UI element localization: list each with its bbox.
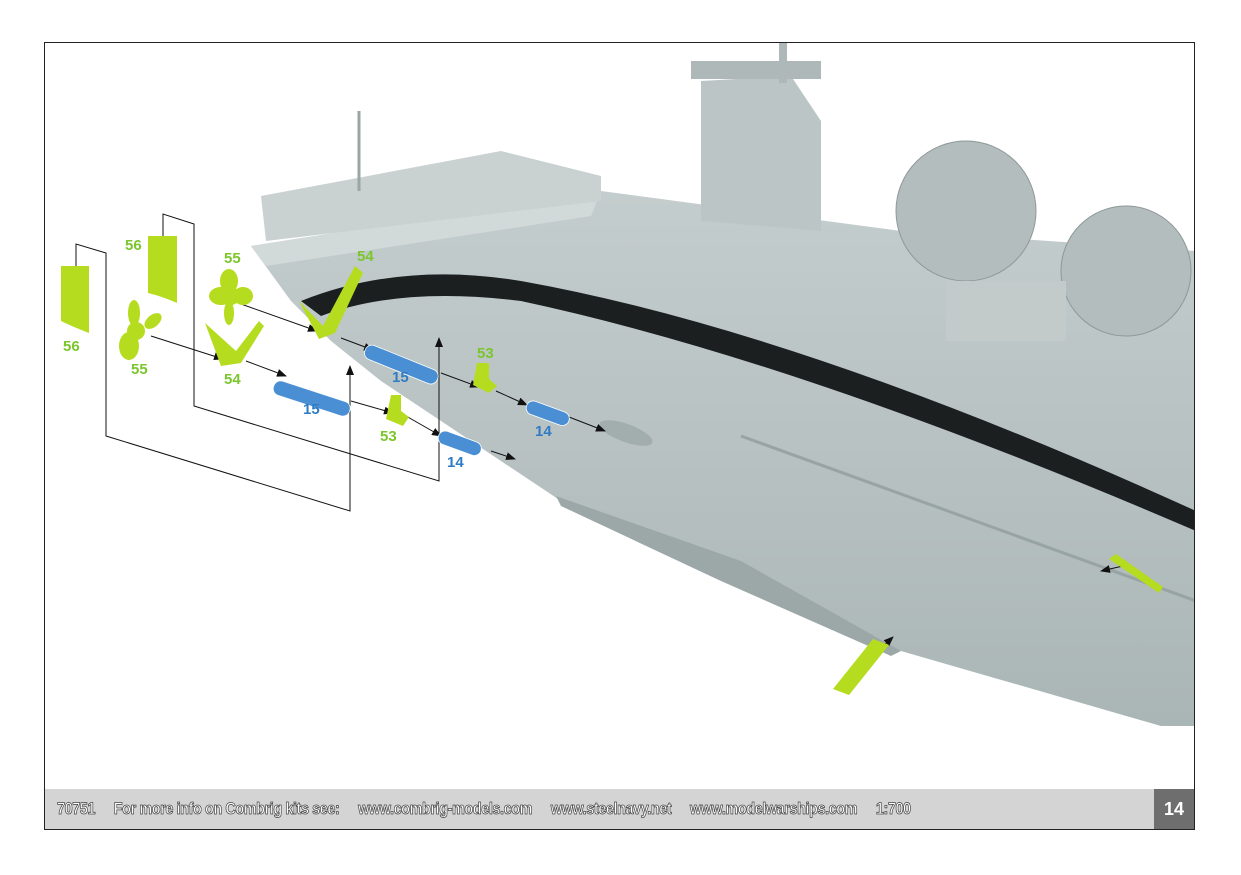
parts [61, 236, 1163, 695]
instruction-page: 56 56 55 55 54 54 15 15 53 53 14 14 7075… [44, 42, 1195, 830]
scale: 1:700 [875, 799, 911, 819]
bracket-part-54 [205, 321, 264, 366]
propeller-part-55 [119, 300, 162, 360]
ship-hull [251, 43, 1194, 726]
part-label: 55 [224, 250, 241, 267]
part-label: 14 [535, 423, 552, 440]
shaft-parts [272, 344, 570, 456]
radar-dome [895, 140, 1037, 282]
link-modelwarships[interactable]: www.modelwarships.com [689, 799, 858, 819]
part-green [833, 639, 889, 695]
rudder-part-56 [148, 236, 177, 303]
link-combrig[interactable]: www.combrig-models.com [358, 799, 533, 819]
part-label: 56 [125, 237, 142, 254]
part-label: 15 [303, 401, 320, 418]
shaft-part-15 [272, 380, 351, 417]
fairing-part-14 [437, 430, 482, 456]
info-text: For more info on Combrig kits see: [113, 799, 340, 819]
mast-structure [701, 76, 821, 231]
radar-dome [1060, 205, 1192, 337]
part-label: 53 [477, 345, 494, 362]
bridge-deck [261, 151, 601, 241]
page-number: 14 [1154, 789, 1194, 829]
bracket-part-54 [299, 266, 363, 339]
part-green [1109, 554, 1163, 593]
footer: 70751 For more info on Combrig kits see: w… [45, 789, 1194, 829]
part-label: 54 [224, 371, 241, 388]
part-label: 55 [131, 361, 148, 378]
part-label: 15 [392, 369, 409, 386]
part-label: 56 [63, 338, 80, 355]
part-label: 54 [357, 248, 374, 265]
strut-part-53 [473, 363, 497, 393]
assembly-diagram: 56 56 55 55 54 54 15 15 53 53 14 14 [61, 43, 1194, 726]
kit-number: 70751 [57, 799, 96, 819]
propeller-part-55 [209, 269, 253, 325]
shaft-part-15 [364, 344, 439, 385]
strut-part-53 [386, 395, 409, 426]
link-steelnavy[interactable]: www.steelnavy.net [550, 799, 672, 819]
part-label: 14 [447, 454, 464, 471]
fairing-part-14 [525, 400, 570, 426]
part-label: 53 [380, 428, 397, 445]
rudder-part-56 [61, 266, 89, 333]
